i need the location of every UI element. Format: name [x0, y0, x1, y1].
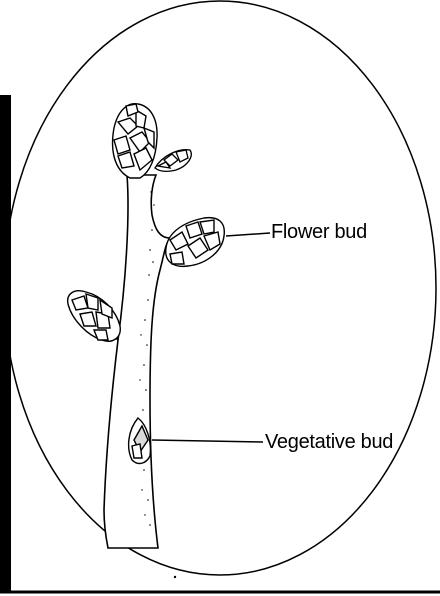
right-flower-bud — [166, 218, 225, 267]
stray-dot — [174, 576, 176, 578]
vegetative-bud-label: Vegetative bud — [265, 432, 393, 452]
left-flower-bud — [68, 291, 121, 341]
left-border-strip — [0, 95, 11, 591]
enclosing-ellipse — [4, 1, 436, 575]
flower-bud-label: Flower bud — [271, 222, 367, 242]
small-side-bud — [155, 150, 191, 172]
top-flower-bud — [113, 104, 158, 178]
vegetative-bud-leader-line — [152, 440, 263, 442]
flower-bud-leader-line — [226, 233, 270, 236]
main-stem — [104, 175, 170, 548]
